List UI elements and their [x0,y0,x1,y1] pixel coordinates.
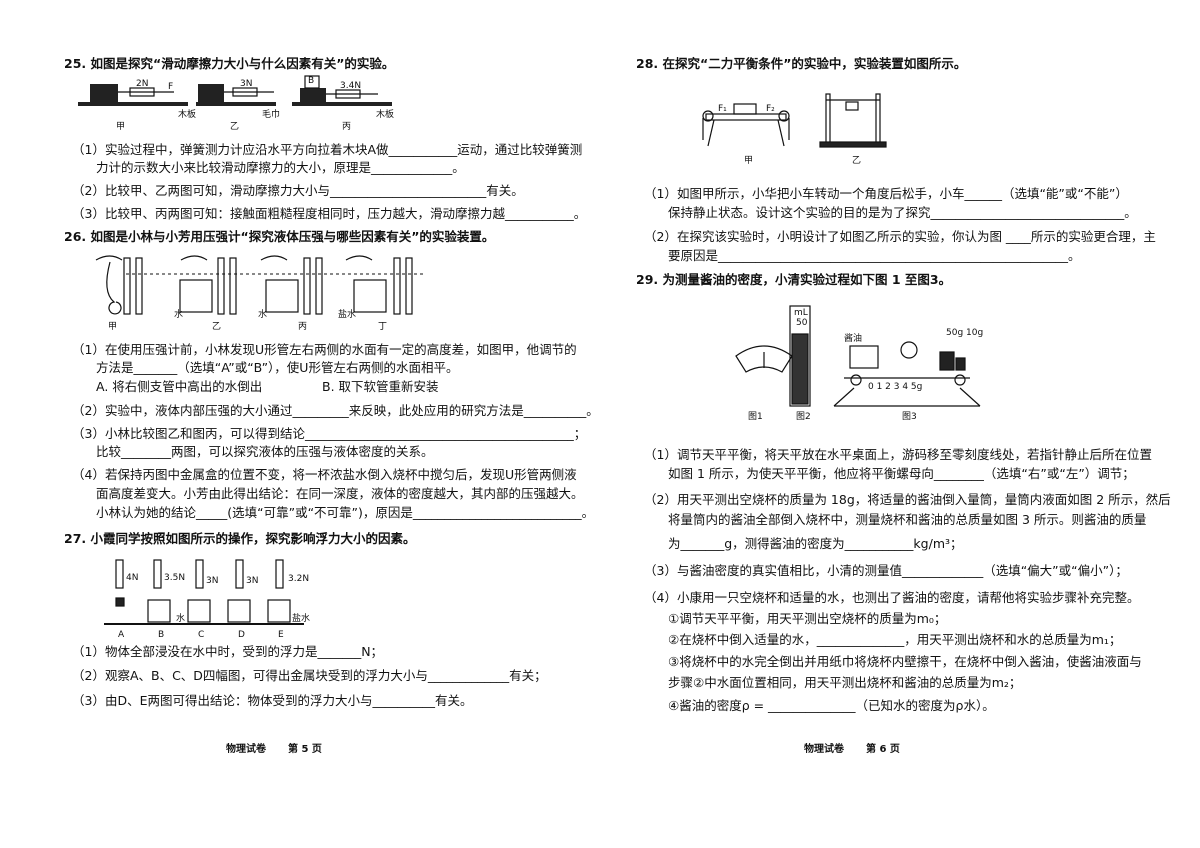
label-salt-water: 盐水 [338,310,357,320]
reading-a: 4N [126,573,139,583]
exam-page-5: 25. 如图是探究“滑动摩擦力大小与什么因素有关”的实验。 2N F 3N B … [64,56,599,755]
footer-subject: 物理试卷 [804,744,844,755]
two-force-figure [702,93,887,148]
q26-option-b: B. 取下软管重新安装 [322,379,439,394]
q28-part1-line1: （1）如图甲所示，小华把小车转动一个角度后松手，小车______（选填“能”或“… [644,186,1128,201]
fig-cap-1: 图1 [748,412,763,422]
q29-step1: ①调节天平平衡，用天平测出空烧杯的质量为m₀； [668,611,947,626]
label-water-1: 水 [174,310,184,320]
q29-step2: ②在烧杯中倒入适量的水，______________，用天平测出烧杯和水的总质量… [668,632,1122,647]
fig-cap-yi: 乙 [212,322,222,332]
q28-part2-line2: 要原因是____________________________________… [668,248,1081,263]
fig-cap-2: 图2 [796,412,811,422]
question-27-title: 27. 小霞同学按照如图所示的操作，探究影响浮力大小的因素。 [64,531,416,546]
q29-part2-line1: （2）用天平测出空烧杯的质量为 18g，将适量的酱油倒入量筒，量筒内液面如图 2… [644,492,1171,507]
surface-board-1: 木板 [178,110,197,120]
q25-part1-line2: 力计的示数大小来比较滑动摩擦力的大小，原理是_____________。 [96,160,465,175]
q26-part4-line1: （4）若保持丙图中金属盒的位置不变，将一杯浓盐水倒入烧杯中搅匀后，发现U形管两侧… [72,467,577,482]
friction-figure [78,75,392,106]
density-figure [735,305,981,407]
label-soy-sauce: 酱油 [844,334,863,344]
force-f2-label: F₂ [766,104,775,114]
q29-step3-line2: 步骤②中水面位置相同，用天平测出烧杯和酱油的总质量为m₂； [668,675,1022,690]
q26-part1-line1: （1）在使用压强计前，小林发现U形管左右两侧的水面有一定的高度差，如图甲，他调节… [72,342,577,357]
reading-d: 3N [246,576,259,586]
fig-cap-ding: 丁 [378,322,388,332]
fig-cap-bing: 丙 [342,122,352,132]
reading-3n: 3N [240,79,253,89]
q28-part2-line1: （2）在探究该实验时，小明设计了如图乙所示的实验，你认为图 ____所示的实验更… [644,229,1156,244]
label-salt-water: 盐水 [292,614,311,624]
reading-b: 3.5N [164,573,186,583]
footer-page-number: 第 6 页 [866,744,900,755]
question-26-title: 26. 如图是小林与小芳用压强计“探究液体压强与哪些因素有关”的实验装置。 [64,229,495,244]
fig-cap-d: D [238,630,245,640]
question-29-title: 29. 为测量酱油的密度，小清实验过程如下图 1 至图3。 [636,272,952,287]
footer-page-number: 第 5 页 [288,744,322,755]
reading-c: 3N [206,576,219,586]
force-label: F [168,82,174,92]
surface-board-2: 木板 [376,110,395,120]
q29-part1-line1: （1）调节天平平衡，将天平放在水平桌面上，游码移至零刻度线处，若指针静止后所在位… [644,447,1152,462]
q29-part2-line3: 为_______g，测得酱油的密度为___________kg/m³； [668,536,963,551]
q29-step3-line1: ③将烧杯中的水完全倒出并用纸巾将烧杯内壁擦干，在烧杯中倒入酱油，使酱油液面与 [668,654,1142,669]
q25-part2: （2）比较甲、乙两图可知，滑动摩擦力大小与___________________… [72,183,524,198]
fig-cap-b: B [158,630,165,640]
q29-step4: ④酱油的密度ρ = ______________（已知水的密度为ρ水）。 [668,698,995,713]
q26-part3-line2: 比较________两图，可以探究液体的压强与液体密度的关系。 [96,444,434,459]
q25-part3: （3）比较甲、丙两图可知：接触面粗糙程度相同时，压力越大，滑动摩擦力越_____… [72,206,587,221]
q26-part4-line2: 面高度差变大。小芳由此得出结论：在同一深度，液体的密度越大，其内部的压强越大。 [96,486,584,501]
q29-part1-line2: 如图 1 所示，为使天平平衡，他应将平衡螺母向________（选填“右”或“左… [668,466,1135,481]
q26-option-a: A. 将右侧支管中高出的水倒出 [96,379,263,394]
cylinder-unit: mL [794,308,808,318]
q29-part3: （3）与酱油密度的真实值相比，小清的测量值_____________（选填“偏大… [644,563,1128,578]
q29-part2-line2: 将量筒内的酱油全部倒入烧杯中，测量烧杯和酱油的总质量如图 3 所示。则酱油的质量 [668,512,1147,527]
q26-part3-line1: （3）小林比较图乙和图丙，可以得到结论_____________________… [72,426,587,441]
buoyancy-figure [104,559,304,625]
exam-page-6: 28. 在探究“二力平衡条件”的实验中，实验装置如图所示。 F₁ F₂ 甲 乙 … [600,0,1200,848]
cylinder-mark-50: 50 [796,318,808,328]
q25-part1-line1: （1）实验过程中，弹簧测力计应沿水平方向拉着木块A做___________运动，… [72,142,583,157]
label-water-2: 水 [258,310,268,320]
reading-2n: 2N [136,79,149,89]
fig-cap-jia: 甲 [108,322,118,332]
fig-cap-3: 图3 [902,412,917,422]
q27-part2: （2）观察A、B、C、D四幅图，可得出金属块受到的浮力大小与__________… [72,668,547,683]
fig-cap-a: A [118,630,125,640]
q26-part4-line3: 小林认为她的结论_____(选填“可靠”或“不可靠”)，原因是_________… [96,505,595,520]
fig-cap-e: E [278,630,284,640]
q27-part3: （3）由D、E两图可得出结论：物体受到的浮力大小与__________有关。 [72,693,473,708]
q27-part1: （1）物体全部浸没在水中时，受到的浮力是_______N； [72,644,384,659]
fig-cap-yi: 乙 [852,156,862,166]
reading-e: 3.2N [288,574,310,584]
fig-cap-jia: 甲 [744,156,754,166]
label-weights: 50g 10g [946,328,984,338]
fig-cap-jia: 甲 [116,122,126,132]
rider-scale: 0 1 2 3 4 5g [868,382,923,392]
fig-cap-bing: 丙 [298,322,308,332]
block-b-label: B [308,76,315,86]
q26-part2: （2）实验中，液体内部压强的大小通过_________来反映，此处应用的研究方法… [72,403,599,418]
force-f1-label: F₁ [718,104,727,114]
question-28-title: 28. 在探究“二力平衡条件”的实验中，实验装置如图所示。 [636,56,967,71]
question-25-title: 25. 如图是探究“滑动摩擦力大小与什么因素有关”的实验。 [64,56,395,71]
q28-part1-line2: 保持静止状态。设计这个实验的目的是为了探究___________________… [668,205,1137,220]
label-water: 水 [176,614,186,624]
pressure-gauge-figure [95,255,426,315]
footer-subject: 物理试卷 [226,744,266,755]
fig-cap-yi: 乙 [230,122,240,132]
reading-3-4n: 3.4N [340,81,362,91]
q29-part4: （4）小康用一只空烧杯和适量的水，也测出了酱油的密度，请帮他将实验步骤补充完整。 [644,590,1140,605]
fig-cap-c: C [198,630,205,640]
surface-towel: 毛巾 [262,110,281,120]
q26-part1-line2: 方法是_______（选填“A”或“B”），使U形管左右两侧的水面相平。 [96,360,459,375]
